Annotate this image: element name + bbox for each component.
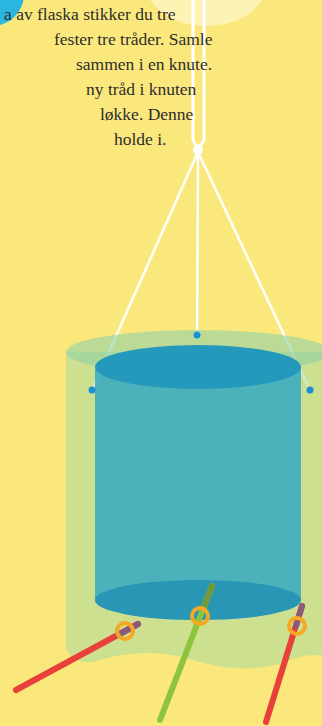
bottle-body [66,352,322,669]
hole [307,387,314,394]
water-top [95,345,301,389]
straw-ring [117,623,133,639]
instruction-text: ny tråd i knuten [86,77,196,101]
instruction-text: fester tre tråder. Samle [54,27,212,51]
instruction-text: a av flaska stikker du tre [4,2,176,26]
thread [197,152,198,335]
hole [194,332,201,339]
instruction-text: sammen i en knute. [76,52,212,76]
instruction-text: løkke. Denne [100,102,193,126]
hole [89,387,96,394]
straws [16,586,302,722]
instruction-text: holde i. [114,127,167,151]
water-cylinder [95,367,301,620]
straw-ring [192,608,208,624]
straw-ring [289,618,305,634]
